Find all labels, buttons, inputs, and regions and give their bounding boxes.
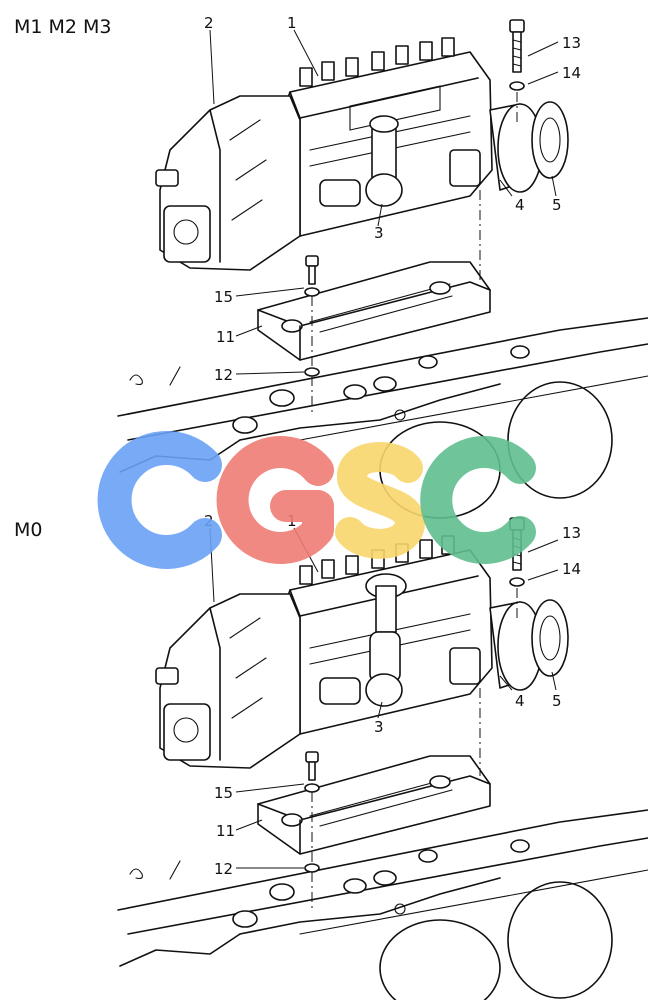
callout-14-bottom: 14 [562,560,581,578]
watermark-letter-g [216,436,334,564]
callout-5-bottom: 5 [552,692,562,710]
bracket-bottom [257,755,491,855]
callout-4-top: 4 [515,196,525,214]
callout-3-top: 3 [374,224,384,242]
drive-coupling-bottom [489,599,569,691]
callout-13-top: 13 [562,34,581,52]
callout-11-top: 11 [216,328,235,346]
bolt-13-top [509,19,525,91]
washer-14-bottom [509,577,525,587]
callout-3-bottom: 3 [374,718,384,736]
injection-pump-top [279,37,493,237]
injector-outlets-top [299,37,455,87]
callout-12-bottom: 12 [214,860,233,878]
bolt-15-top [304,255,320,377]
watermark-letter-s [335,442,426,559]
watermark-letter-c2 [420,436,536,564]
variant-label-bottom: M0 [14,519,42,541]
callout-13-bottom: 13 [562,524,581,542]
cgsc-watermark-logo [97,431,536,569]
assembly-top: M1 M2 M3 [14,14,648,519]
assembly-bottom: M0 [14,512,648,1000]
callout-14-top: 14 [562,64,581,82]
washer-14-top [509,81,525,91]
washer-12-bottom [304,863,320,873]
callout-12-top: 12 [214,366,233,384]
callout-2-top: 2 [204,14,214,32]
callout-5-top: 5 [552,196,562,214]
bracket-top [257,261,491,361]
callout-11-bottom: 11 [216,822,235,840]
governor-housing-top [155,95,301,271]
injection-pump-bottom [279,535,493,735]
callout-1-top: 1 [287,14,297,32]
callout-4-bottom: 4 [515,692,525,710]
callout-15-bottom: 15 [214,784,233,802]
watermark-letter-c1 [97,431,222,569]
governor-housing-bottom [155,593,301,769]
variant-label-top: M1 M2 M3 [14,16,112,38]
washer-12-top [304,367,320,377]
callout-15-top: 15 [214,288,233,306]
engine-block-bottom [117,809,648,1000]
drive-coupling-top [489,101,569,193]
callouts-top: 1 2 3 4 5 11 12 13 14 15 [204,14,581,384]
